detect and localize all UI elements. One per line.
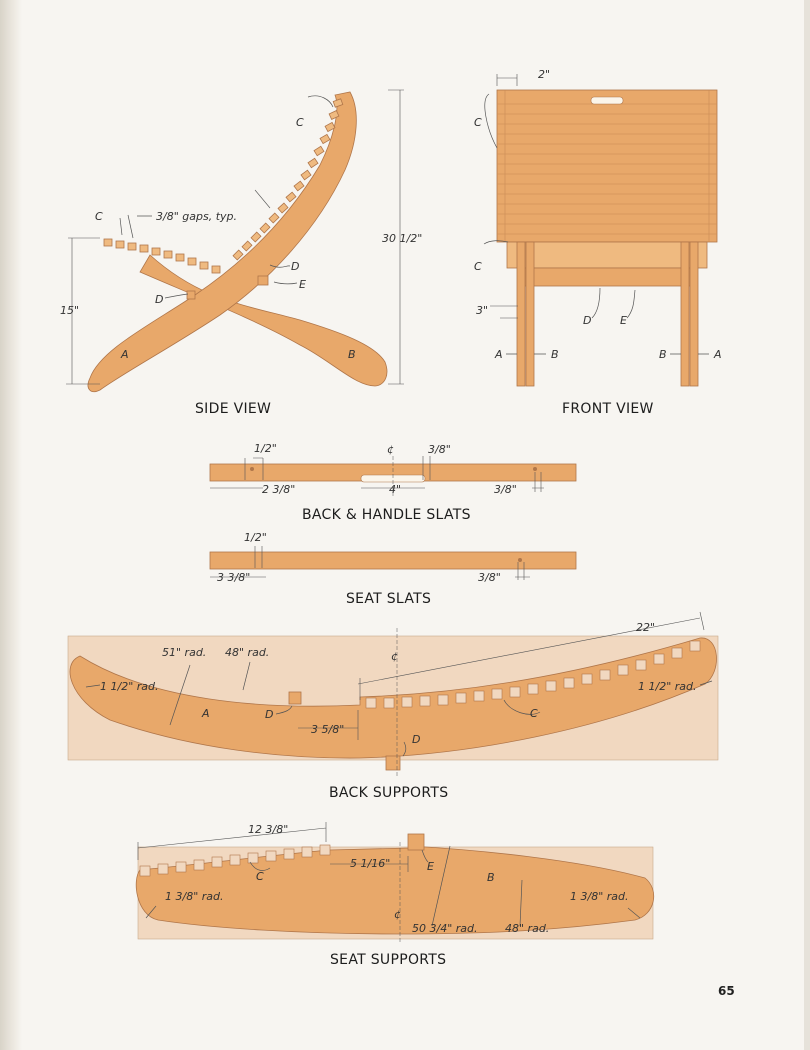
seat-support-dim-r3: 50 3/4" rad. [412,922,478,935]
side-label-d2: D [291,260,299,273]
side-cleat-d1 [186,290,196,300]
side-support-b [139,254,388,387]
front-leg-a2 [689,241,699,387]
front-handle-cutout [590,96,624,105]
seat-slat-bar [209,551,577,570]
book-spine-shadow [0,0,22,1050]
side-label-a: A [120,348,129,361]
front-label-d: D [583,314,591,327]
front-slat-lines [497,90,717,242]
seat-support-dim-len: 12 3/8" [248,823,288,836]
side-label-c1: C [296,116,304,129]
side-label-b: B [348,348,356,361]
side-label-e: E [299,278,306,291]
back-support-dim-r3: 1 1/2" rad. [100,680,159,693]
front-dim-leg: 3" [476,304,488,317]
seat-slat-dim-3: 3/8" [478,571,501,584]
back-support-dim-r2: 48" rad. [225,646,269,659]
front-label-e: E [620,314,627,327]
seat-slat-dim-1: 1/2" [244,531,267,544]
back-support-label-a: A [201,707,210,720]
back-support-dim-off: 3 5/8" [311,723,344,736]
back-support-tab-d1 [288,691,302,705]
front-seat [506,241,708,269]
back-slat-centerline: ¢ [387,443,394,456]
caption-front-view: FRONT VIEW [562,401,654,417]
seat-slat-dim-2: 3 3/8" [217,571,250,584]
side-view: A B C C D D E 3/8" gaps, typ. 30 1/2" 15… [60,89,422,393]
back-support-notches [365,640,701,709]
front-back-panel [496,89,718,243]
back-slat-dim-3: 2 3/8" [262,483,295,496]
front-leg-b1 [525,241,535,387]
seat-slat-pilot-hole [518,558,522,562]
page-number: 65 [718,984,735,998]
seat-support-dim-off: 5 1/16" [350,857,390,870]
caption-back-handle-slats: BACK & HANDLE SLATS [302,507,471,523]
side-dim-height: 30 1/2" [382,232,422,245]
side-cleat-d2 [257,275,269,286]
back-support-centerline: ¢ [391,650,398,663]
seat-support-label-c: C [256,870,264,883]
side-label-c2: C [95,210,103,223]
caption-seat-supports: SEAT SUPPORTS [330,952,447,968]
seat-support-dim-r4: 48" rad. [505,922,549,935]
seat-support-tab-e [407,833,425,851]
seat-support-dim-r1: 1 3/8" rad. [165,890,224,903]
seat-slats-diagram: 1/2" 3 3/8" 3/8" [209,531,577,584]
back-support-label-d2: D [412,733,420,746]
seat-support-notches [139,844,331,877]
back-slat-dim-1: 1/2" [254,442,277,455]
back-support-dim-len: 22" [636,621,655,634]
front-leg-a1 [516,241,526,387]
front-label-c1: C [474,116,482,129]
front-view: 2" 3" C C D E A B B A [474,68,722,387]
front-leg-b2 [680,241,690,387]
back-support-dim-r4: 1 1/2" rad. [638,680,697,693]
side-dim-seat-height: 15" [60,304,79,317]
seat-support-dim-r2: 1 3/8" rad. [570,890,629,903]
seat-support-label-e: E [427,860,434,873]
side-dim-gaps: 3/8" gaps, typ. [156,210,237,223]
front-label-c2: C [474,260,482,273]
front-label-a2: A [713,348,722,361]
page-edge [804,0,810,1050]
side-back-slats [232,98,344,261]
back-slat-pilot-hole-left [250,467,254,471]
back-slat-pilot-hole-right [533,467,537,471]
front-label-a1: A [494,348,503,361]
back-supports-diagram: 51" rad. 48" rad. 1 1/2" rad. 1 1/2" rad… [67,611,719,778]
front-dim-top: 2" [538,68,550,81]
seat-support-centerline: ¢ [394,908,401,921]
back-support-dim-r1: 51" rad. [162,646,206,659]
back-slat-dim-4: 4" [389,483,401,496]
front-label-b1: B [551,348,559,361]
seat-supports-diagram: 12 3/8" 5 1/16" 1 3/8" rad. 1 3/8" rad. … [135,822,654,944]
side-seat-slats [103,238,221,274]
front-label-b2: B [659,348,667,361]
caption-seat-slats: SEAT SLATS [346,591,432,607]
back-handle-slats-diagram: 1/2" ¢ 3/8" 2 3/8" 4" 3/8" [209,442,577,496]
front-cleats [519,267,696,287]
back-support-tab-d2 [385,755,401,771]
back-slat-dim-5: 3/8" [494,483,517,496]
side-label-d1: D [155,293,163,306]
back-support-label-d1: D [265,708,273,721]
side-support-a [87,91,357,393]
back-slat-dim-2: 3/8" [428,443,451,456]
back-support-label-c: C [530,707,538,720]
seat-support-label-b: B [487,871,495,884]
caption-side-view: SIDE VIEW [195,401,272,417]
caption-back-supports: BACK SUPPORTS [329,785,449,801]
